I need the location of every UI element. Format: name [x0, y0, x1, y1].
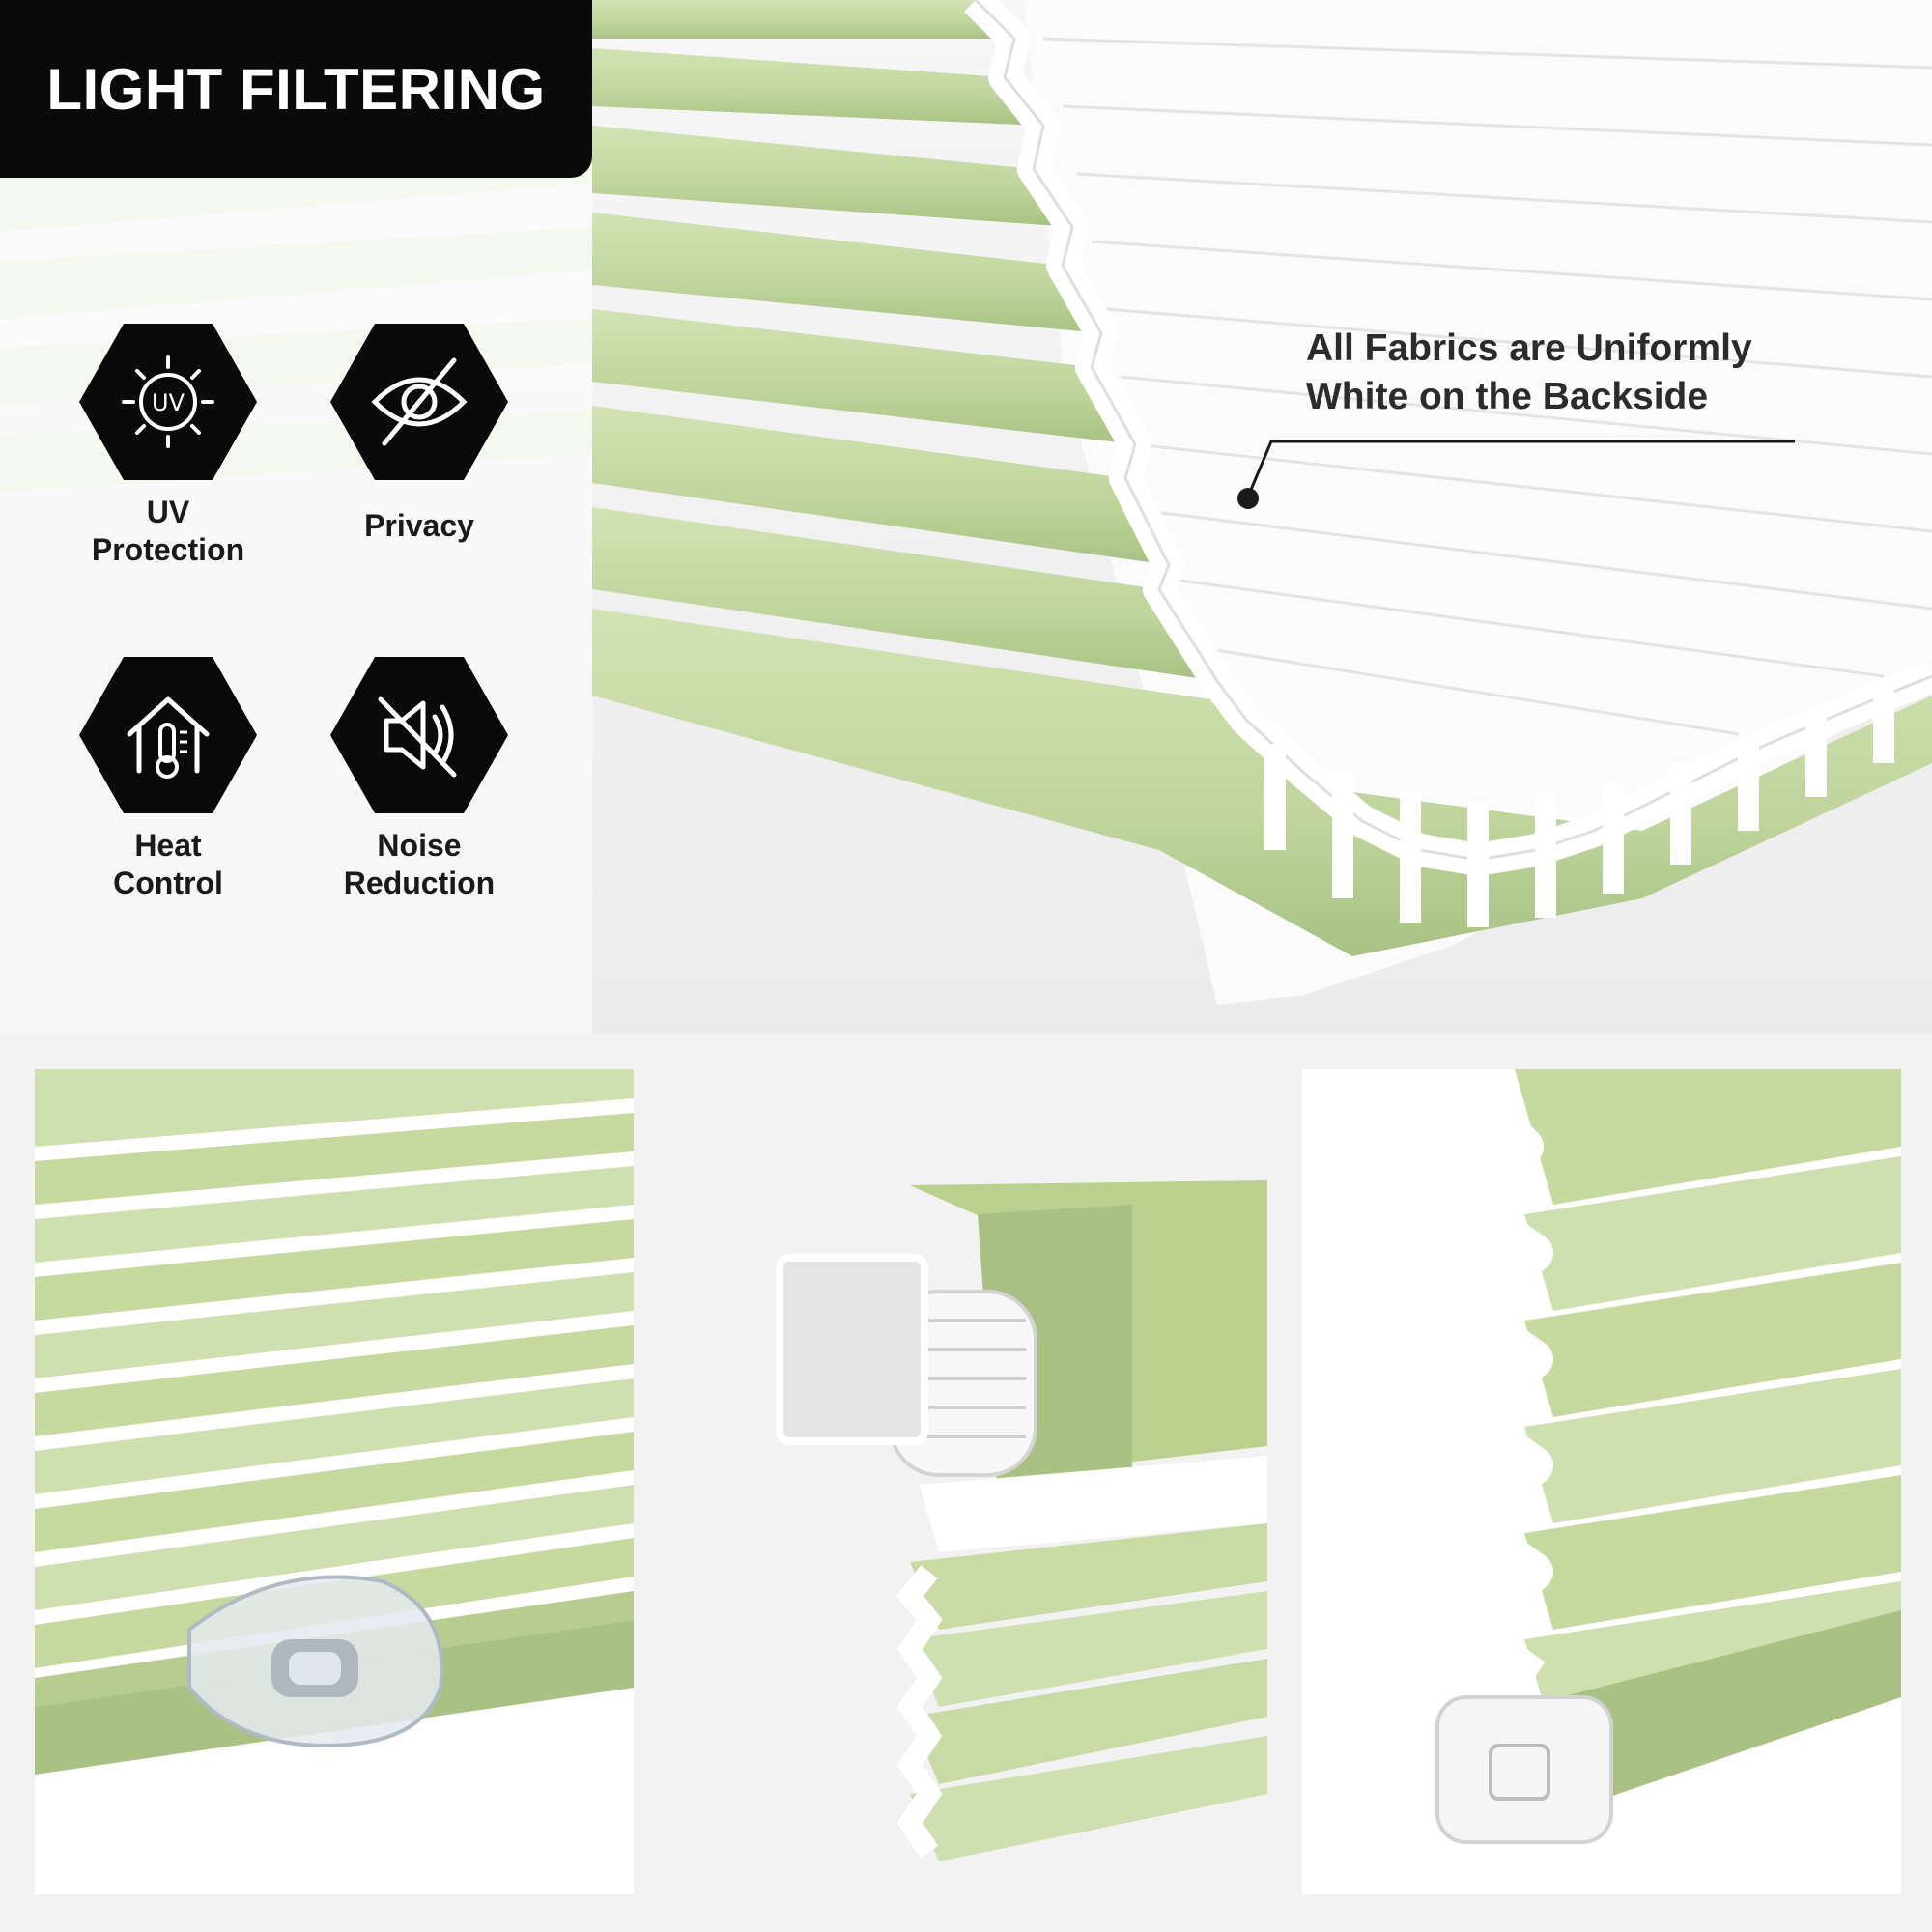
- feature-label: Noise Reduction: [343, 828, 496, 900]
- detail-panel-headrail: [668, 1069, 1267, 1894]
- feature-heat-control: Heat Control: [52, 657, 284, 902]
- detail-panel-clear-handle: [35, 1069, 634, 1894]
- feature-label: Privacy: [364, 508, 474, 543]
- clear-grip-icon: [187, 1575, 444, 1748]
- feature-label: UV Protection: [91, 495, 245, 567]
- page-title: LIGHT FILTERING: [46, 56, 546, 122]
- feature-label: Heat Control: [113, 828, 223, 900]
- backside-callout-text: All Fabrics are Uniformly White on the B…: [1306, 327, 1752, 417]
- uv-icon-text: UV: [152, 389, 185, 416]
- feature-uv-protection: UV UV Protection: [52, 324, 284, 569]
- hero-section: LIGHT FILTERING UV UV Protection: [0, 0, 1932, 1034]
- uv-sun-icon: UV: [79, 324, 257, 480]
- photo-clear-handle: [35, 1069, 634, 1894]
- speaker-muted-icon: [330, 657, 508, 813]
- photo-bottom-rail: [1302, 1069, 1901, 1894]
- detail-panel-bottom-rail: [1302, 1069, 1901, 1894]
- feature-privacy: Privacy: [303, 324, 535, 545]
- house-thermometer-icon: [79, 657, 257, 813]
- title-badge: LIGHT FILTERING: [0, 0, 592, 178]
- eye-slash-icon: [330, 324, 508, 480]
- photo-headrail-spring: [668, 1069, 1267, 1894]
- feature-noise-reduction: Noise Reduction: [303, 657, 535, 902]
- end-cap-icon: [1435, 1695, 1613, 1844]
